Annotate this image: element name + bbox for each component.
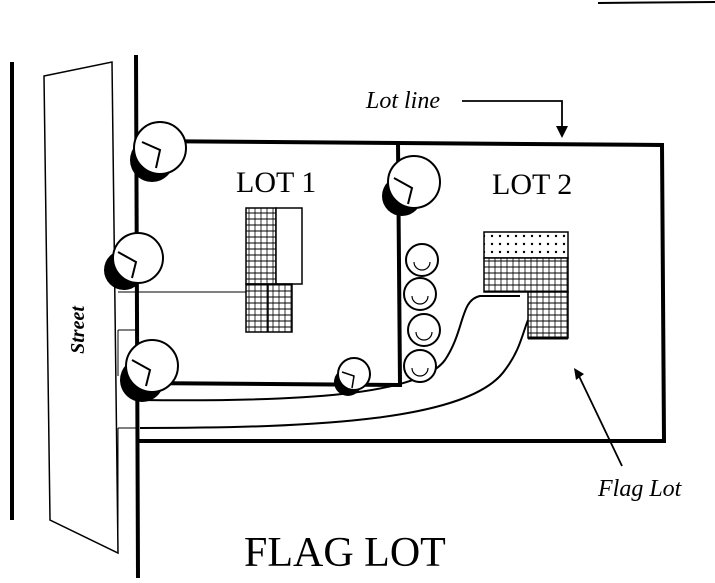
lot-line-label: Lot line <box>365 88 440 114</box>
lot-line-arrowhead <box>556 126 568 138</box>
tree-street-3 <box>120 339 179 402</box>
tree-street-1 <box>130 121 187 182</box>
lot1-label: LOT 1 <box>236 166 316 199</box>
lot2-house <box>483 231 569 340</box>
flag-lot-pointer-tip <box>574 368 584 380</box>
street-strip <box>43 61 119 555</box>
shrub-row <box>403 243 441 383</box>
lot2-label: LOT 2 <box>492 168 572 201</box>
driveway-lower-edge <box>139 319 529 429</box>
flag-lot-pointer <box>577 373 623 467</box>
edge-mark <box>597 1 715 4</box>
tree-street-2 <box>104 232 164 290</box>
lot2-boundary <box>138 141 667 443</box>
lot1-house <box>245 207 303 333</box>
diagram-title: FLAG LOT <box>244 530 446 576</box>
tree-lot-line <box>382 155 441 216</box>
flag-lot-label: Flag Lot <box>597 476 683 502</box>
street-label: Street <box>67 305 89 354</box>
lot-line-arrow <box>462 100 563 134</box>
tree-small-driveway <box>334 357 371 396</box>
